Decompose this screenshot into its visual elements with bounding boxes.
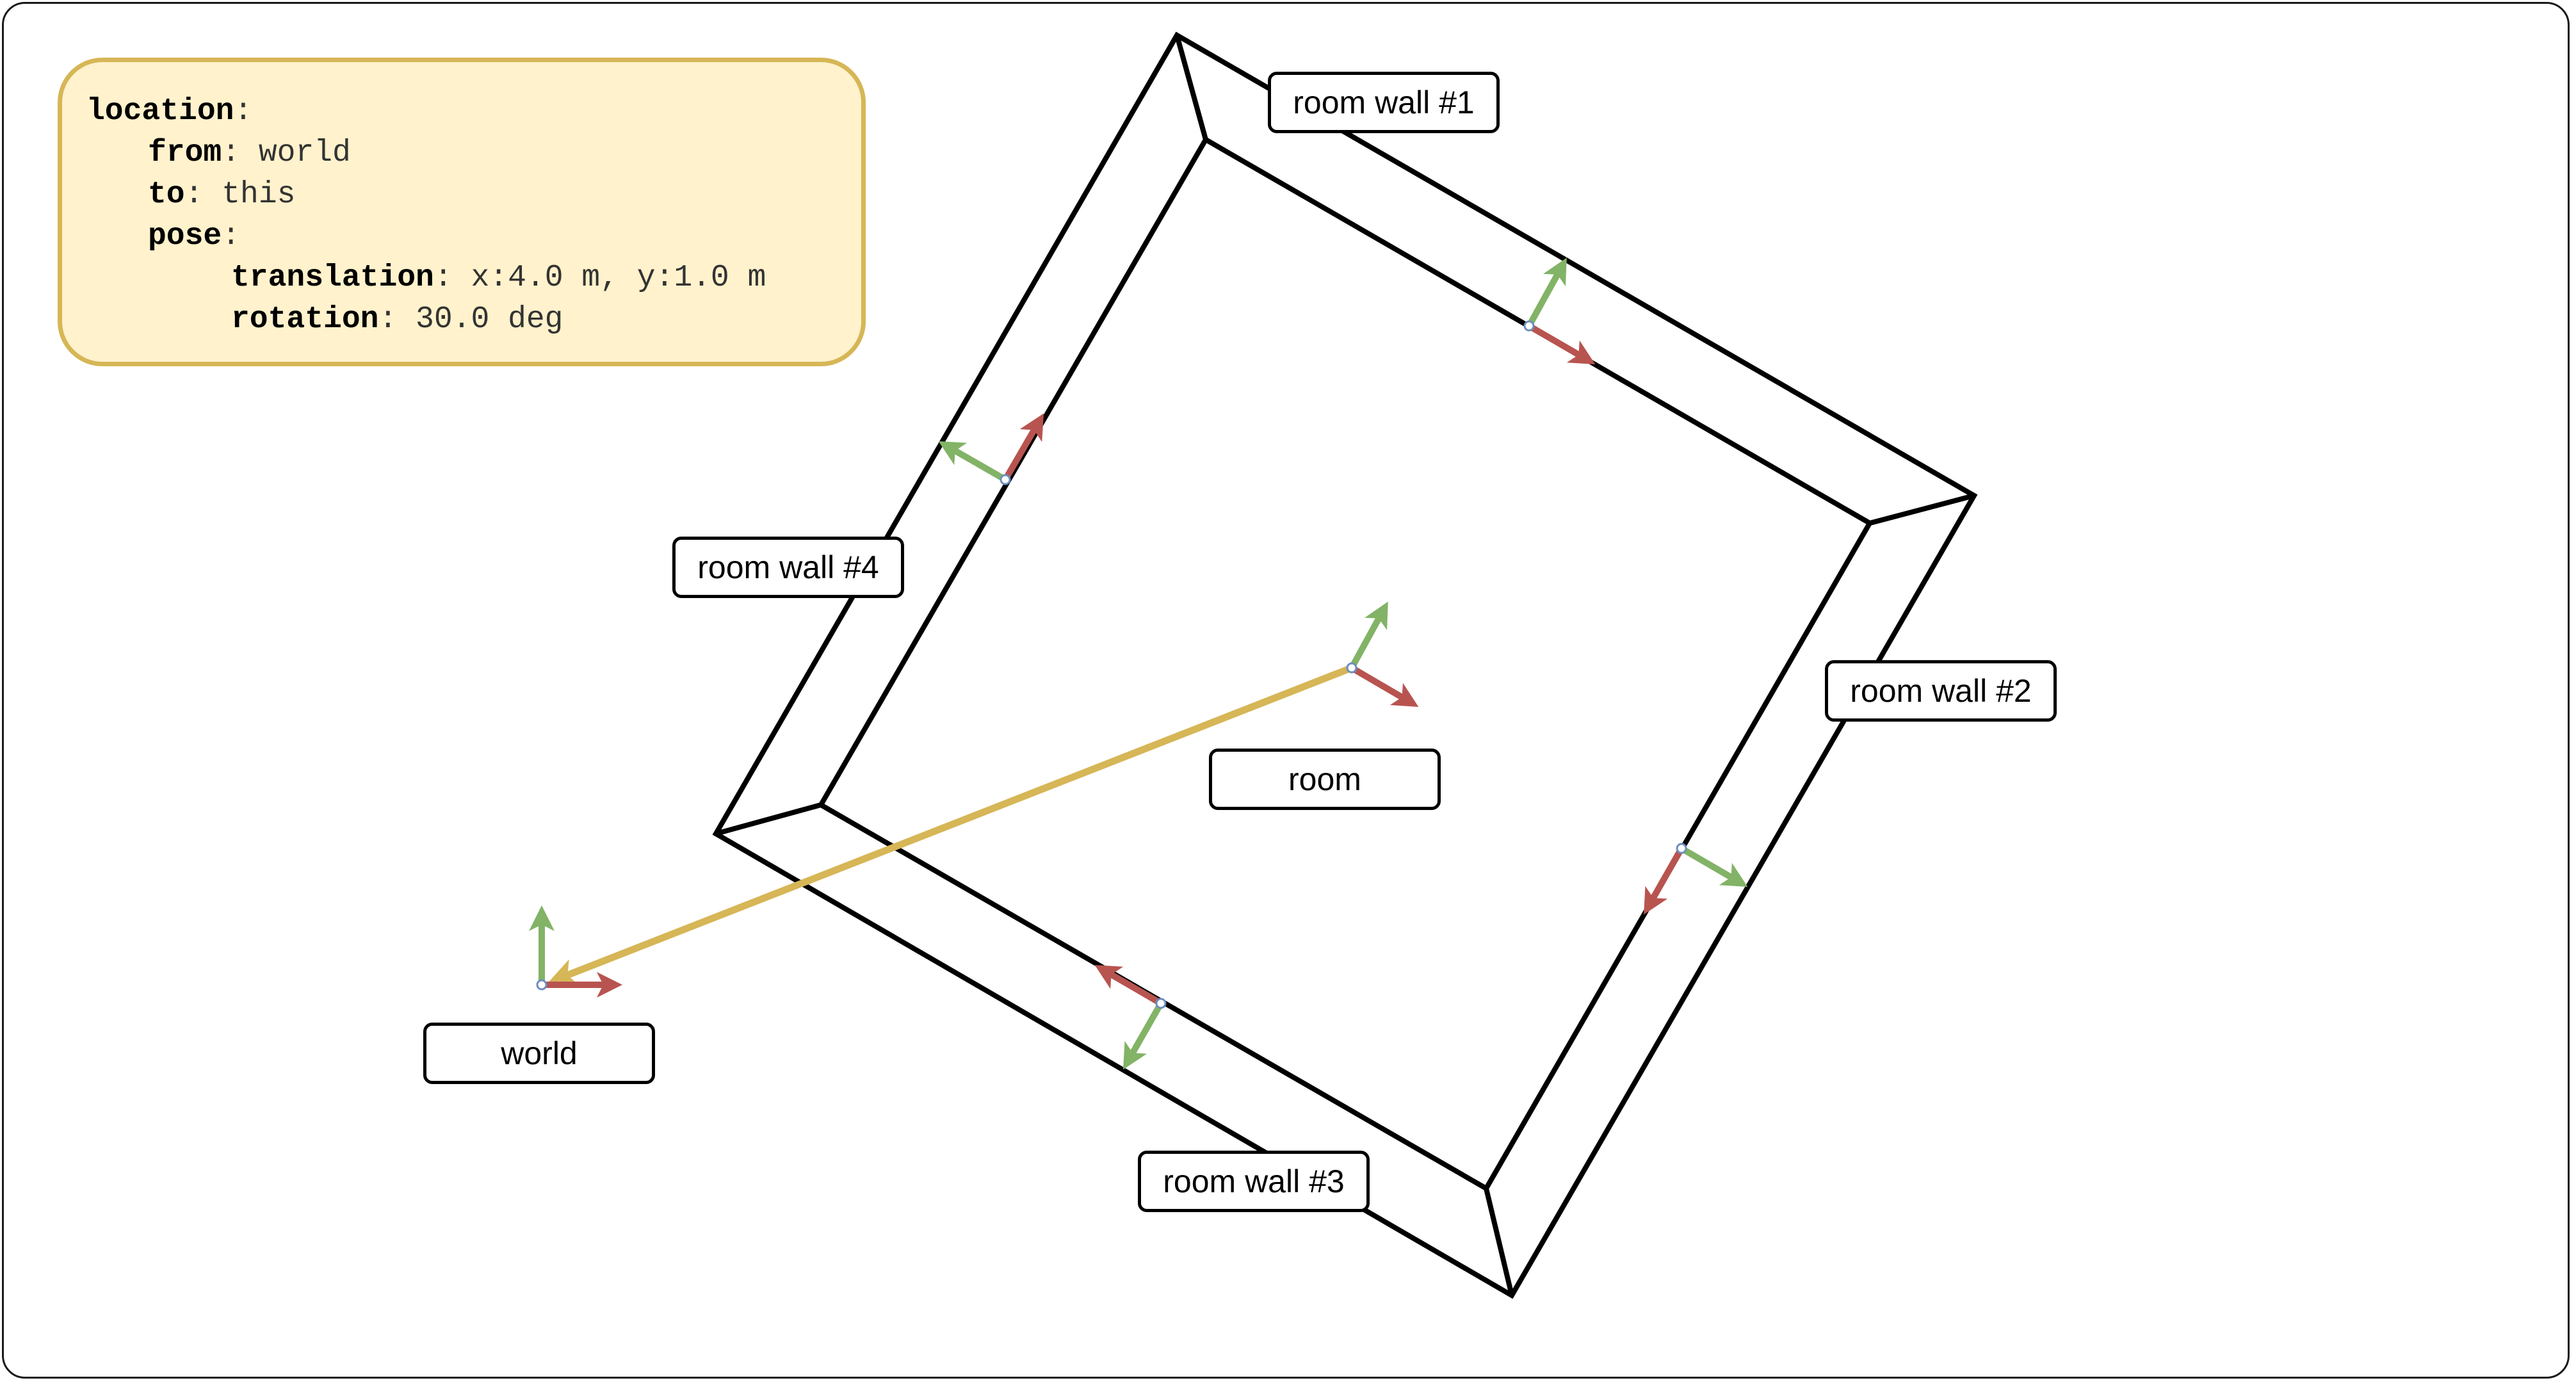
- frame-origin: [1676, 843, 1687, 854]
- room-to-world-link: [547, 664, 1354, 986]
- y-axis-arrow: [1680, 845, 1748, 887]
- location-info-box: location: from: world to: this pose: tra…: [58, 58, 866, 366]
- corner-bevel-left: [715, 802, 822, 836]
- label-room-wall-1: room wall #1: [1268, 72, 1500, 133]
- y-axis-arrow: [1526, 257, 1567, 328]
- frame-origin: [1000, 474, 1011, 485]
- from-line: from: world: [148, 136, 351, 170]
- label-room-wall-2: room wall #2: [1825, 660, 2057, 722]
- frame-axes-wall1: [1523, 257, 1596, 365]
- label-room-wall-4: room wall #4: [672, 537, 904, 598]
- x-axis-arrow: [1527, 323, 1596, 365]
- frame-axes-wall2: [1644, 843, 1748, 915]
- frame-origin: [536, 979, 547, 991]
- x-axis-arrow: [1350, 665, 1419, 708]
- corner-bevel-right: [1868, 493, 1975, 526]
- location-line: location:: [86, 94, 253, 129]
- room-walls: [712, 31, 1978, 1299]
- label-world: world: [423, 1023, 655, 1084]
- rotation-line: rotation: 30.0 deg: [231, 302, 563, 337]
- frame-axes-room: [1346, 601, 1419, 708]
- x-axis-arrow: [1002, 413, 1044, 482]
- label-room: room: [1209, 749, 1441, 810]
- frame-origin: [1155, 998, 1167, 1009]
- label-room-wall-3: room wall #3: [1138, 1151, 1370, 1212]
- translation-line: translation: x:4.0 m, y:1.0 m: [231, 261, 766, 295]
- to-line: to: this: [148, 177, 296, 212]
- inner-wall-outline: [817, 136, 1874, 1192]
- x-axis-arrow: [1094, 964, 1163, 1007]
- corner-bevel-bottom: [1484, 1188, 1514, 1296]
- y-axis-arrow: [1349, 601, 1388, 670]
- x-axis-arrow: [1644, 846, 1685, 915]
- frame-origin: [1346, 662, 1357, 674]
- frame-axes-world: [529, 905, 622, 998]
- y-axis-arrow: [938, 441, 1007, 483]
- pose-line: pose:: [148, 219, 241, 254]
- corner-bevel-top: [1174, 34, 1208, 141]
- y-axis-arrow: [1123, 1001, 1164, 1070]
- frame-origin: [1523, 320, 1535, 332]
- frame-axes-wall3: [1094, 964, 1167, 1070]
- frame-axes-wall4: [938, 413, 1044, 485]
